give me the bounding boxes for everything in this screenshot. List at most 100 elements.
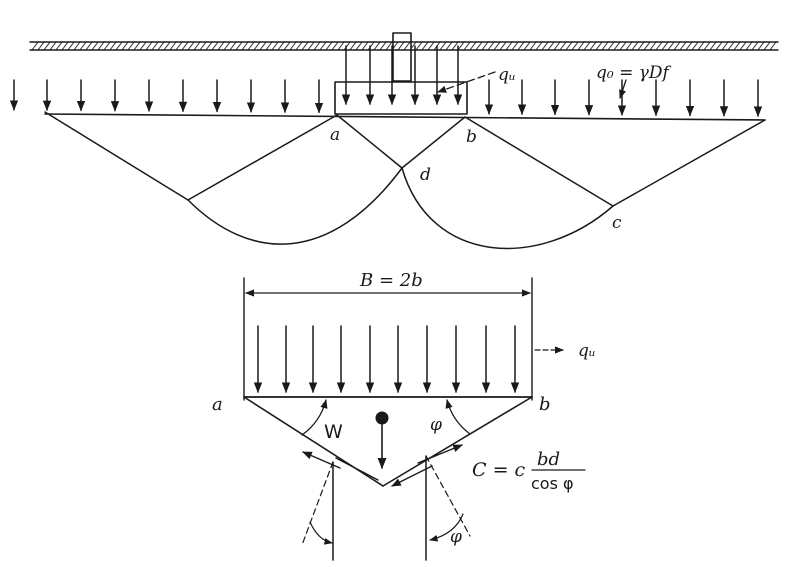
hatch-stroke [691,41,699,51]
hatch-stroke [415,41,423,51]
center-of-gravity [375,411,389,425]
column [392,32,412,82]
hatch-stroke [151,41,159,51]
hatch-stroke [121,41,129,51]
hatch-stroke [403,41,411,51]
hatch-stroke [529,41,537,51]
label-width: B = 2b [359,270,423,291]
hatch-stroke [289,41,297,51]
hatch-stroke [355,41,363,51]
hatch-stroke [517,41,525,51]
hatch-stroke [91,41,99,51]
footing-load-arrows [341,45,463,106]
hatch-stroke [673,41,681,51]
hatch-stroke [589,41,597,51]
hatch-stroke [583,41,591,51]
hatch-stroke [493,41,501,51]
hatch-stroke [283,41,291,51]
hatch-stroke [55,41,63,51]
hatch-stroke [313,41,321,51]
hatch-stroke [181,41,189,51]
hatch-stroke [751,41,759,51]
label-phi-bottom: φ [450,527,462,547]
hatch-stroke [109,41,117,51]
hatch-stroke [385,41,393,51]
hatch-stroke [241,41,249,51]
hatch-stroke [139,41,147,51]
hatch-stroke [451,41,459,51]
hatch-stroke [445,41,453,51]
hatch-stroke [133,41,141,51]
hatch-stroke [247,41,255,51]
hatch-stroke [739,41,747,51]
hatch-stroke [319,41,327,51]
hatch-stroke [553,41,561,51]
label-q0: q₀ = γDf [596,63,672,83]
hatch-stroke [271,41,279,51]
hatch-stroke [715,41,723,51]
hatch-stroke [97,41,105,51]
hatch-stroke [373,41,381,51]
ground-surface [29,41,779,51]
angle-arc-left [301,399,328,436]
hatch-stroke [175,41,183,51]
width-dimension [243,277,533,401]
hatch-stroke [259,41,267,51]
hatch-stroke [211,41,219,51]
hatch-stroke [763,41,771,51]
hatch-stroke [613,41,621,51]
hatch-stroke [469,41,477,51]
hatch-stroke [349,41,357,51]
hatch-stroke [103,41,111,51]
hatch-stroke [535,41,543,51]
hatch-stroke [43,41,51,51]
label-point-a-bottom: a [212,394,223,415]
hatch-stroke [577,41,585,51]
hatch-stroke [331,41,339,51]
hatch-stroke [79,41,87,51]
formula-denominator: cos φ [531,474,574,493]
hatch-stroke [697,41,705,51]
hatch-stroke [499,41,507,51]
left-face-forces [301,451,379,561]
label-point-d: d [420,165,431,185]
hatch-stroke [193,41,201,51]
hatch-stroke [631,41,639,51]
hatch-stroke [229,41,237,51]
formula-numerator: bd [537,449,560,470]
hatch-stroke [187,41,195,51]
hatch-stroke [481,41,489,51]
formula-lhs: C = c [472,459,526,481]
hatch-stroke [343,41,351,51]
hatch-stroke [595,41,603,51]
surcharge-load-arrows [9,79,763,117]
hatch-stroke [199,41,207,51]
hatch-stroke [265,41,273,51]
hatch-stroke [643,41,651,51]
q0-leader-line [619,79,627,99]
hatch-stroke [757,41,765,51]
hatch-stroke [727,41,735,51]
hatch-stroke [235,41,243,51]
hatch-stroke [619,41,627,51]
hatch-stroke [67,41,75,51]
hatch-stroke [511,41,519,51]
hatch-stroke [607,41,615,51]
hatch-stroke [721,41,729,51]
hatch-stroke [169,41,177,51]
hatch-stroke [73,41,81,51]
hatch-stroke [163,41,171,51]
hatch-stroke [745,41,753,51]
hatch-stroke [541,41,549,51]
hatch-stroke [301,41,309,51]
hatch-stroke [217,41,225,51]
hatch-stroke [127,41,135,51]
footing [334,81,468,115]
hatch-stroke [223,41,231,51]
label-point-b-top: b [466,127,477,147]
hatch-stroke [457,41,465,51]
hatch-stroke [523,41,531,51]
label-qu-bottom: qᵤ [578,341,596,361]
hatch-stroke [145,41,153,51]
hatch-stroke [439,41,447,51]
